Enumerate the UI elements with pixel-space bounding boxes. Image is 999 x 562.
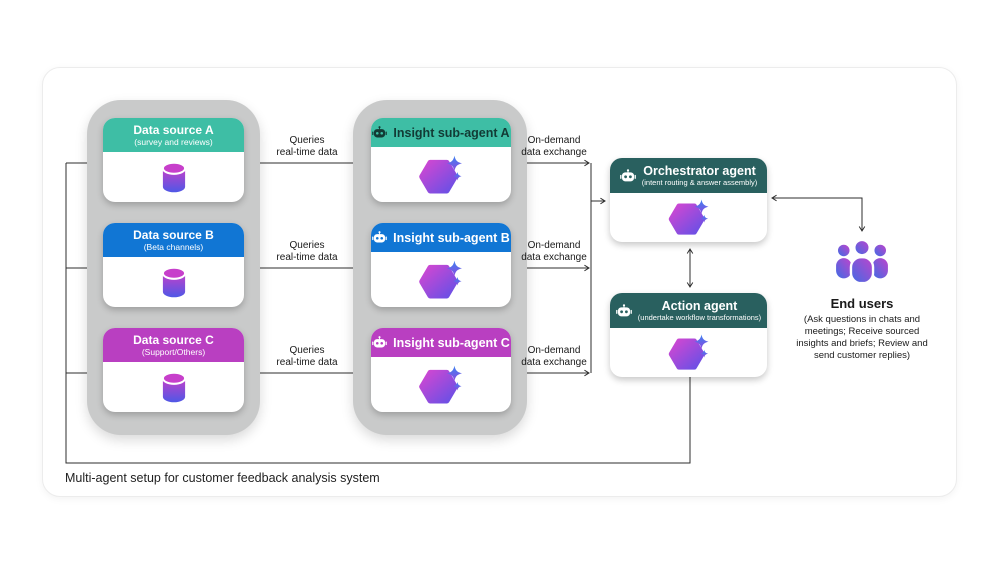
card-subtitle: (survey and reviews) [134, 137, 213, 147]
card-title: Insight sub-agent A [393, 125, 510, 140]
card-body [610, 328, 767, 377]
database-cylinder-icon [161, 266, 186, 297]
diagram-caption: Multi-agent setup for customer feedback … [65, 471, 380, 485]
robot-icon [372, 126, 388, 138]
card-header: Data source A (survey and reviews) [103, 118, 244, 152]
card-title: Data source A [133, 123, 214, 137]
database-cylinder-icon [161, 371, 186, 402]
card-header: Insight sub-agent B [371, 223, 511, 252]
robot-icon [619, 168, 636, 181]
database-cylinder-icon [161, 161, 186, 192]
card-title: Data source B [133, 228, 214, 242]
card-title: Insight sub-agent C [393, 335, 510, 350]
label-line: Queries [289, 345, 325, 356]
sparkle-hexagon-icon [668, 334, 708, 370]
label-line: data exchange [521, 147, 587, 158]
end-users-title: End users [830, 296, 894, 311]
label-line: real-time data [276, 357, 338, 368]
label-line: data exchange [521, 357, 587, 368]
card-body [103, 152, 244, 202]
card-header: Data source C (Support/Others) [103, 328, 244, 362]
card-subtitle: (Support/Others) [141, 347, 206, 357]
card-header: Action agent (undertake workflow transfo… [610, 293, 767, 328]
card-header: Orchestrator agent (intent routing & ans… [610, 158, 767, 193]
card-body [103, 257, 244, 307]
queries-label-b: Queries real-time data [247, 240, 367, 264]
card-data-source-b: Data source B (Beta channels) [103, 223, 244, 307]
end-users-description: (Ask questions in chats and meetings; Re… [796, 314, 928, 361]
card-subtitle: (undertake workflow transformations) [637, 312, 762, 322]
label-line: real-time data [276, 252, 338, 263]
label-line: real-time data [276, 147, 338, 158]
card-subtitle: (Beta channels) [143, 242, 204, 252]
card-title: Data source C [133, 333, 214, 347]
people-group-icon [836, 238, 888, 285]
end-users-group: End users (Ask questions in chats and me… [791, 238, 933, 362]
ondemand-label-b: On-demand data exchange [494, 240, 614, 264]
card-body [610, 193, 767, 242]
card-body [371, 357, 511, 412]
card-header: Insight sub-agent C [371, 328, 511, 357]
card-action-agent: Action agent (undertake workflow transfo… [610, 293, 767, 377]
sparkle-hexagon-icon [419, 365, 462, 403]
queries-label-a: Queries real-time data [247, 135, 367, 159]
card-data-source-a: Data source A (survey and reviews) [103, 118, 244, 202]
label-line: Queries [289, 240, 325, 251]
card-header: Insight sub-agent A [371, 118, 511, 147]
card-insight-sub-agent-b: Insight sub-agent B [371, 223, 511, 307]
card-insight-sub-agent-a: Insight sub-agent A [371, 118, 511, 202]
robot-icon [615, 303, 632, 316]
card-body [371, 252, 511, 307]
card-orchestrator-agent: Orchestrator agent (intent routing & ans… [610, 158, 767, 242]
card-title: Orchestrator agent [643, 163, 756, 178]
card-subtitle: (intent routing & answer assembly) [641, 177, 758, 187]
queries-label-c: Queries real-time data [247, 345, 367, 369]
label-line: Queries [289, 135, 325, 146]
label-line: On-demand [527, 240, 581, 251]
label-line: On-demand [527, 135, 581, 146]
card-data-source-c: Data source C (Support/Others) [103, 328, 244, 412]
sparkle-hexagon-icon [419, 260, 462, 298]
card-body [103, 362, 244, 412]
label-line: On-demand [527, 345, 581, 356]
ondemand-label-a: On-demand data exchange [494, 135, 614, 159]
card-body [371, 147, 511, 202]
label-line: data exchange [521, 252, 587, 263]
sparkle-hexagon-icon [668, 199, 708, 235]
ondemand-label-c: On-demand data exchange [494, 345, 614, 369]
robot-icon [372, 231, 387, 243]
sparkle-hexagon-icon [419, 155, 462, 193]
card-title: Action agent [661, 298, 738, 313]
card-title: Insight sub-agent B [393, 230, 510, 245]
card-insight-sub-agent-c: Insight sub-agent C [371, 328, 511, 412]
robot-icon [372, 336, 387, 348]
card-header: Data source B (Beta channels) [103, 223, 244, 257]
